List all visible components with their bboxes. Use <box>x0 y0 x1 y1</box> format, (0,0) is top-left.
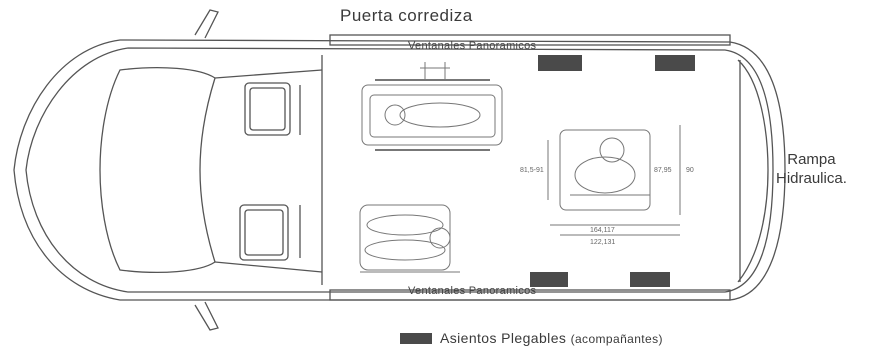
folding-seat-top-1 <box>538 55 582 71</box>
wheelchair-side-figure <box>359 204 460 273</box>
legend-text: Asientos Plegables (acompañantes) <box>440 330 663 346</box>
folding-seat-bottom-1 <box>530 272 568 287</box>
folding-seat-bottom-2 <box>630 272 670 287</box>
van-body-outline <box>13 39 786 301</box>
legend-label: Asientos Plegables <box>440 330 567 346</box>
dim-overall: 90 <box>686 167 694 174</box>
dim-width: 81,5-91 <box>520 167 544 174</box>
ramp-label-line1: Rampa <box>787 151 836 168</box>
stretcher-figure <box>361 62 503 151</box>
dim-height: 87,95 <box>654 167 672 174</box>
folding-seat-top-2 <box>655 55 695 71</box>
mirror-top <box>194 9 219 39</box>
windows-top-strip <box>329 34 731 46</box>
dim-length-inner: 164,117 <box>590 227 615 234</box>
ramp-label: Rampa Hidraulica. <box>776 150 847 188</box>
windshield <box>99 66 216 274</box>
windows-bottom-strip <box>329 289 731 301</box>
front-seat-bottom <box>239 204 289 261</box>
rear-door <box>737 59 769 283</box>
van-body-inner-outline <box>25 47 774 293</box>
wheelchair-dimension-figure <box>547 125 681 236</box>
legend: Asientos Plegables (acompañantes) <box>400 330 663 346</box>
legend-note: (acompañantes) <box>570 332 663 346</box>
dim-length-outer: 122,131 <box>590 239 615 246</box>
mirror-bottom <box>194 301 219 331</box>
front-seat-top <box>244 82 291 136</box>
sliding-door-label: Puerta corrediza <box>340 6 473 25</box>
ramp-label-line2: Hidraulica. <box>776 170 847 187</box>
windows-top-label: Ventanales Panoramicos <box>408 40 537 52</box>
legend-swatch <box>400 332 432 344</box>
windows-bottom-label: Ventanales Panoramicos <box>408 285 537 297</box>
